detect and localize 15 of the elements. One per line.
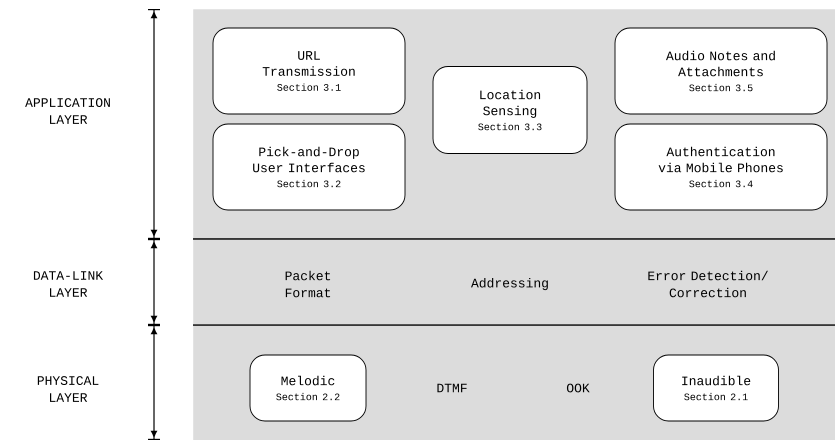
function-label: Packet Format [286, 270, 330, 298]
function-label: Addressing [471, 278, 548, 290]
section-box: Pick-and-Drop User Interfaces Section 3.2 [212, 124, 406, 210]
function-label: OOK [566, 384, 590, 392]
layer-name: APPLICATION LAYER [25, 98, 110, 124]
section-box: Audio Notes and Attachments Section 3.5 [614, 28, 828, 114]
function-label: Error Detection/ Correction [648, 270, 768, 298]
section-box: Authentication via Mobile Phones Section 3.4 [614, 124, 828, 210]
section-box: URL Transmission Section 3.1 [212, 28, 406, 114]
section-box: Location Sensing Section 3.3 [432, 66, 588, 154]
function-label: DTMF [437, 384, 467, 392]
layer-name: PHYSICAL LAYER [38, 376, 98, 402]
layer-name: DATA-LINK LAYER [34, 271, 104, 297]
section-box: Melodic Section 2.2 [250, 354, 366, 422]
section-box: Inaudible Section 2.1 [653, 354, 779, 422]
